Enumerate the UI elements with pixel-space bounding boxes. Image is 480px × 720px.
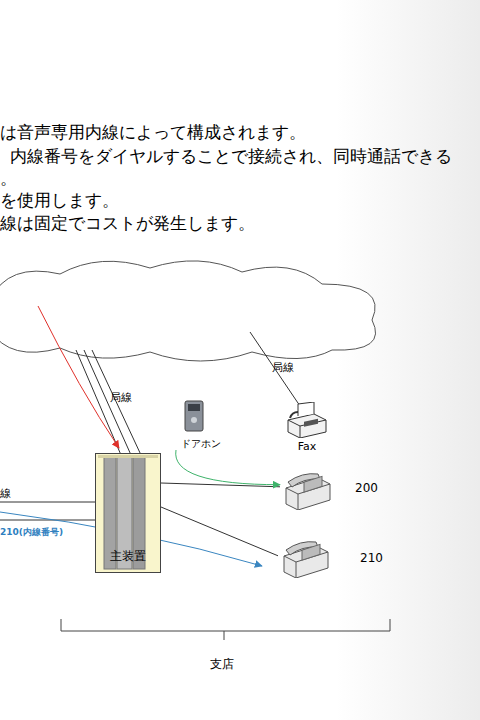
fax-machine: Fax [278, 402, 336, 454]
body-text: は音声専用内線によって構成されます。 [0, 122, 306, 142]
trunk-line [250, 332, 300, 406]
telephone-icon [278, 538, 332, 582]
main-unit: 主装置 [95, 453, 161, 573]
trunk-line [92, 350, 141, 455]
node-label: 200 [355, 482, 378, 495]
network-cloud [0, 261, 376, 361]
door-phone: ドアホン [176, 400, 226, 450]
extension-number-label: 210(内線番号) [0, 527, 63, 538]
branch-label: 支店 [210, 657, 234, 671]
body-text: 内線番号をダイヤルすることで接続され、同時通話できる [10, 146, 452, 166]
connector [161, 507, 278, 556]
node-label: 主装置 [95, 550, 161, 563]
fax-machine-icon [284, 402, 330, 442]
body-text: を使用します。 [0, 190, 119, 210]
connector [176, 450, 280, 485]
node-label: ドアホン [176, 438, 226, 449]
telephone: 210 [278, 536, 388, 580]
door-phone-icon [183, 400, 205, 436]
trunk-label: 局線 [110, 391, 132, 404]
extension-line [0, 502, 95, 503]
node-label: Fax [278, 441, 336, 453]
trunk-label: 局線 [272, 361, 294, 374]
node-label: 210 [360, 552, 383, 565]
body-text: 線は固定でコストが発生します。 [0, 213, 255, 233]
line-label: 線 [0, 487, 11, 500]
telephone: 200 [280, 470, 380, 512]
body-text: 。 [0, 168, 17, 188]
extension-line [0, 520, 95, 521]
trunk-line [84, 350, 131, 455]
call-arrow [38, 306, 119, 448]
telephone-icon [280, 470, 334, 514]
bracket [61, 619, 390, 640]
